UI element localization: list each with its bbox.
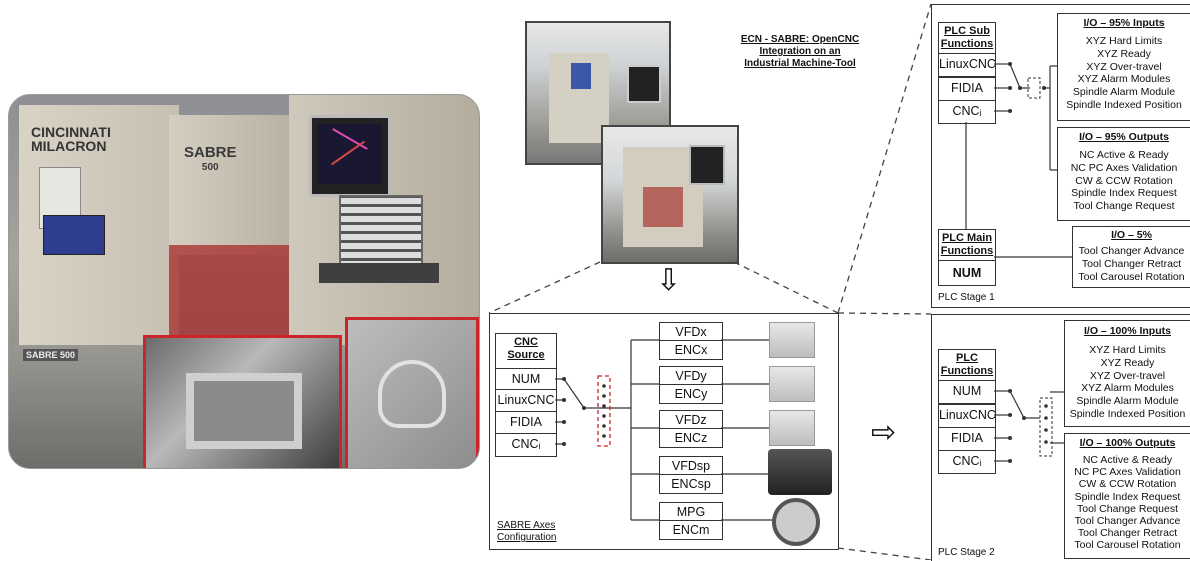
right-arrow-icon: ⇨ [871,416,897,449]
page-title: ECN - SABRE: OpenCNC Integration on an I… [740,34,860,69]
stage2-num[interactable]: NUM [938,380,996,404]
enc-ency: ENCy [659,384,723,404]
motor-y-icon [769,366,815,402]
motor-x-icon [769,322,815,358]
inset-part-2 [345,317,479,468]
enc-encsp: ENCsp [659,474,723,494]
spindle-motor-icon [768,449,832,495]
motor-z-icon [769,410,815,446]
badge: SABRE 500 [23,349,79,361]
stage2-cnci[interactable]: CNCᵢ [938,450,996,474]
monitor [309,115,391,197]
enc-encm: ENCm [659,520,723,540]
io100-outputs-title: I/O – 100% Outputs [1079,437,1176,449]
sub-linuxcnc[interactable]: LinuxCNC [938,53,996,77]
source-linuxcnc[interactable]: LinuxCNC [495,389,557,413]
sub-fidia[interactable]: FIDIA [938,77,996,101]
source-num[interactable]: NUM [495,368,557,392]
enc-encz: ENCz [659,428,723,448]
sub-cnci[interactable]: CNCᵢ [938,100,996,124]
plc-sub-functions-label: PLC Sub Functions [938,22,996,56]
main-num[interactable]: NUM [938,260,996,286]
plc-main-functions-label: PLC Main Functions [938,229,996,263]
drive-vfdx: VFDx [659,322,723,342]
down-arrow-icon: ⇩ [656,264,682,297]
axes-config-caption: SABRE Axes Configuration [497,520,557,543]
source-fidia[interactable]: FIDIA [495,411,557,435]
drive-vfdsp: VFDsp [659,456,723,476]
source-cnci[interactable]: CNCᵢ [495,433,557,457]
enc-encx: ENCx [659,340,723,360]
io95-inputs-title: I/O – 95% Inputs [1083,17,1165,29]
io100-inputs-title: I/O – 100% Inputs [1084,325,1171,337]
drive-vfdy: VFDy [659,366,723,386]
io95-outputs-title: I/O – 95% Outputs [1079,131,1169,143]
plc-stage2-caption: PLC Stage 2 [938,547,995,558]
io5-title: I/O – 5% [1111,229,1152,241]
inset-part-1 [143,335,342,468]
control-panel [339,195,423,269]
top-photo-2 [601,125,739,264]
stage2-linuxcnc[interactable]: LinuxCNC [938,404,996,428]
plc-stage1-caption: PLC Stage 1 [938,292,995,303]
handwheel-icon [772,498,820,546]
